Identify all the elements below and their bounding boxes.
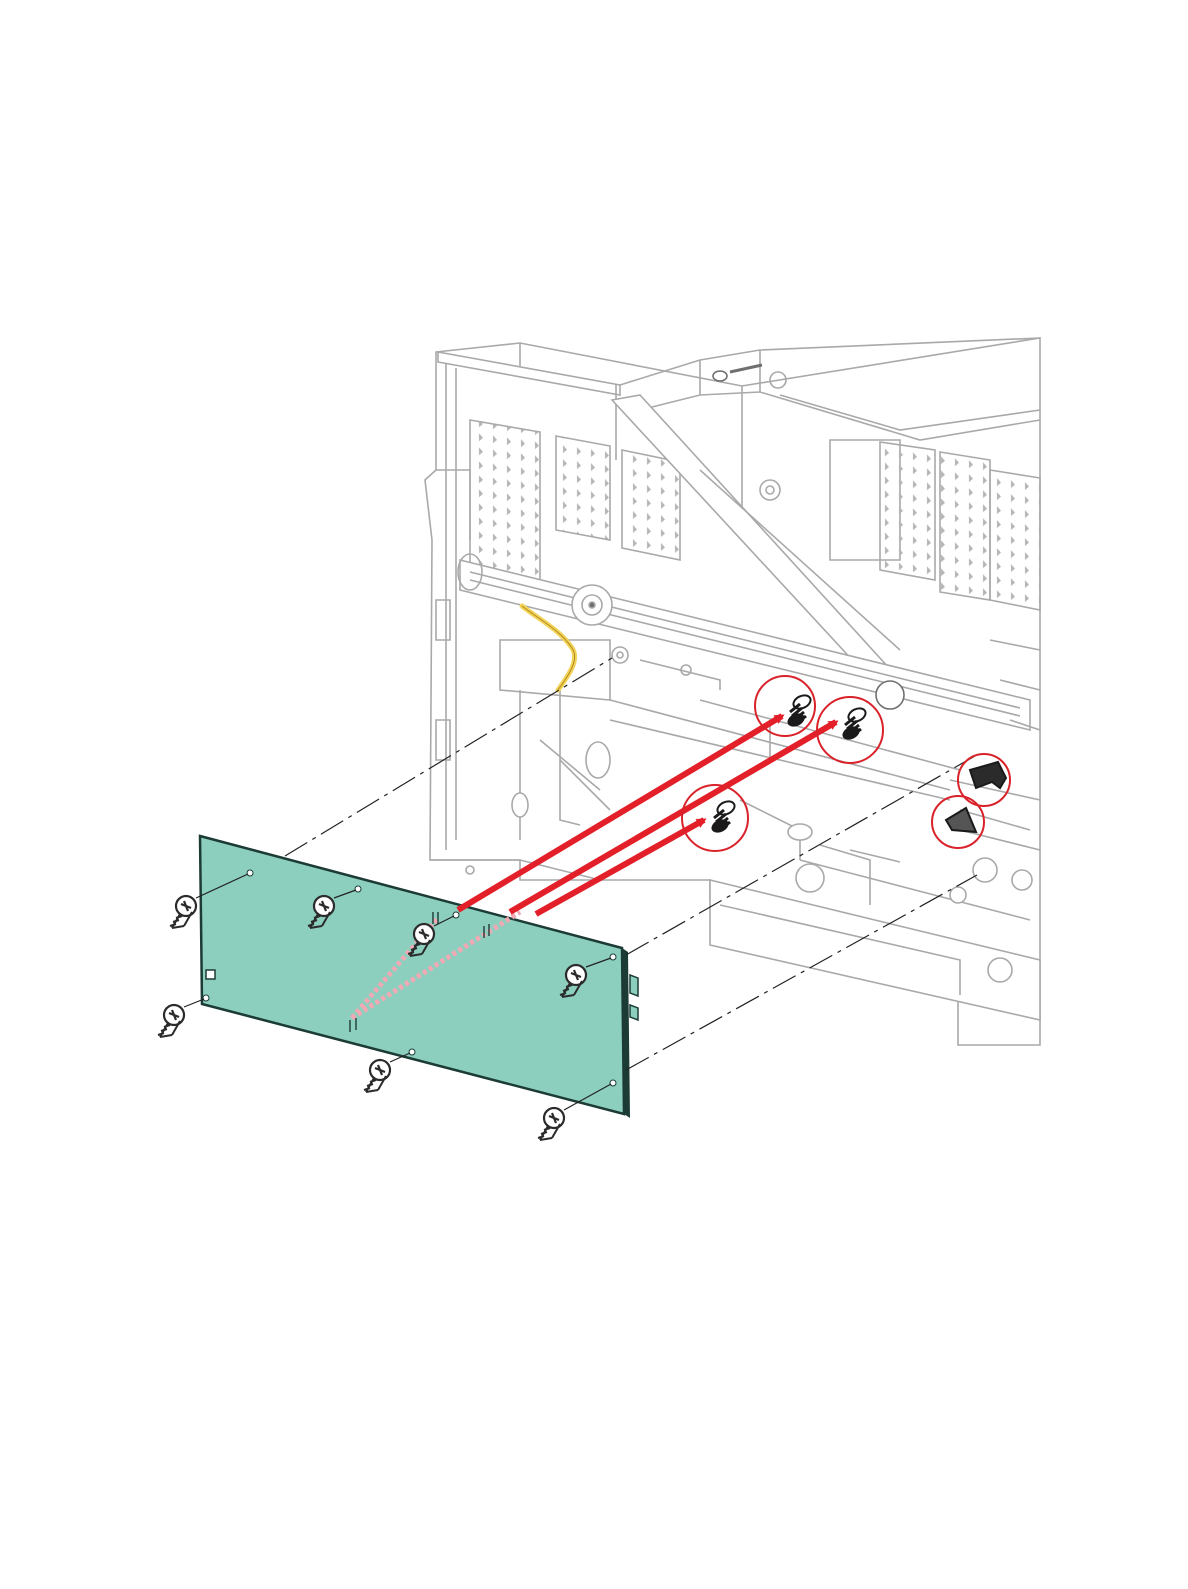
grille-panel-3 xyxy=(622,450,680,560)
screw-icon xyxy=(158,1005,184,1037)
grille-panel-5 xyxy=(940,452,990,600)
screw-icon xyxy=(364,1060,390,1092)
screw-icon xyxy=(170,896,196,928)
grille-panel-4 xyxy=(880,442,935,580)
grille-panel-2 xyxy=(556,436,610,540)
screw-icon xyxy=(538,1108,564,1140)
grille-panel-6 xyxy=(990,470,1040,610)
